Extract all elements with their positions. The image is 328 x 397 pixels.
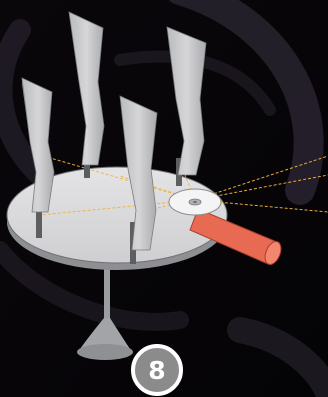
step-number-badge: 8 [131, 344, 183, 396]
pedestal-icon [77, 255, 133, 360]
step-number: 8 [148, 356, 165, 385]
wand-icon [189, 208, 282, 265]
fork-post-back-right [166, 26, 207, 186]
fork-post-back-left [68, 11, 105, 178]
fork-post-front [119, 95, 158, 264]
fork-post-left [21, 77, 55, 238]
disc-icon [168, 188, 222, 216]
